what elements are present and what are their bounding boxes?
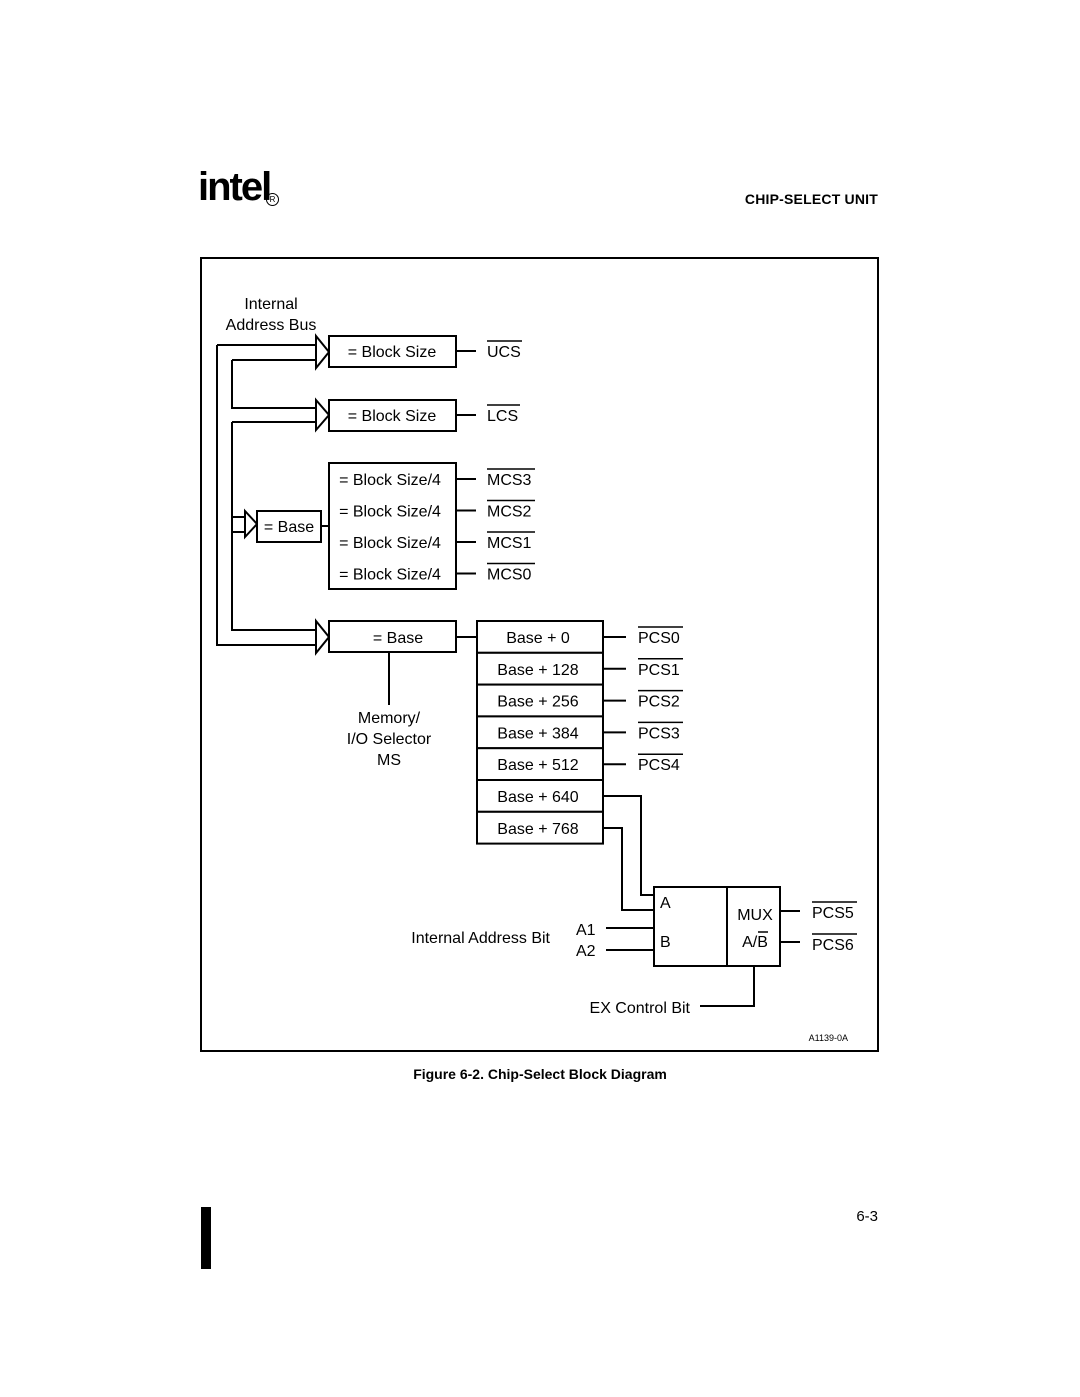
ucs-block [328, 335, 457, 368]
mcs-base-label: = Base [264, 519, 314, 536]
bus-label-line2: Address Bus [226, 317, 317, 334]
mcs-signal: MCS2 [487, 504, 532, 521]
ms-label-line3: MS [377, 752, 401, 769]
pcs-block-label: Base + 512 [497, 757, 579, 774]
pcs-signal: PCS0 [638, 630, 680, 647]
mcs-block-label: = Block Size/4 [339, 567, 441, 584]
mcs-signal: MCS3 [487, 472, 532, 489]
page-number: 6-3 [856, 1208, 878, 1225]
diagram-frame [200, 257, 879, 1052]
mcs-block-label: = Block Size/4 [339, 535, 441, 552]
section-title: CHIP-SELECT UNIT [744, 191, 878, 207]
pcs-signal: PCS4 [638, 757, 680, 774]
pcs-block [476, 810, 604, 845]
pcs-signal: PCS3 [638, 725, 680, 742]
pcs-block-label: Base + 384 [497, 725, 579, 742]
lcs-block [328, 399, 457, 432]
pcs-block [476, 651, 604, 686]
addr-bit-a1: A1 [576, 922, 596, 939]
mcs-block-label: = Block Size/4 [339, 472, 441, 489]
mux-select: A/B [742, 934, 768, 951]
pcs-block-label: Base + 640 [497, 789, 579, 806]
ucs-block-label: = Block Size [348, 344, 437, 361]
pcs-block-label: Base + 0 [506, 630, 570, 647]
registered-mark-icon: R [266, 193, 279, 206]
pcs-signal: PCS1 [638, 662, 680, 679]
lcs-signal: LCS [487, 408, 518, 425]
ucs-signal: UCS [487, 344, 521, 361]
pcs-block-label: Base + 768 [497, 821, 579, 838]
pcs-block-label: Base + 256 [497, 694, 579, 711]
mux-output-pcs5: PCS5 [812, 905, 854, 922]
pcs-signal: PCS2 [638, 694, 680, 711]
mux-block [653, 886, 781, 967]
figure-caption: Figure 6-2. Chip-Select Block Diagram [413, 1066, 667, 1082]
addr-bit-a2: A2 [576, 943, 596, 960]
address-bus [216, 344, 318, 646]
mux-label: MUX [737, 907, 773, 924]
mcs-block-label: = Block Size/4 [339, 504, 441, 521]
addr-bit-label: Internal Address Bit [411, 930, 550, 947]
pcs-block [476, 715, 604, 750]
change-bar [201, 1207, 211, 1269]
mcs-signal: MCS0 [487, 567, 532, 584]
pcs-block-label: Base + 128 [497, 662, 579, 679]
mux-input-b: B [660, 934, 671, 951]
ex-control-wire [700, 966, 755, 1007]
ex-control-label: EX Control Bit [590, 1000, 691, 1017]
mux-output-pcs6: PCS6 [812, 937, 854, 954]
bus-label-line1: Internal [244, 296, 297, 313]
mux-input-a: A [660, 895, 671, 912]
bus-arrowheads [244, 333, 331, 656]
pcs-base-label: = Base [373, 630, 423, 647]
mux-input-wires [603, 795, 654, 911]
pcs-block [476, 683, 604, 718]
figure-id: A1139-0A [809, 1033, 848, 1043]
mcs-signal: MCS1 [487, 535, 532, 552]
lcs-block-label: = Block Size [348, 408, 437, 425]
pcs-base-block [328, 620, 457, 653]
intel-logo: intel [198, 165, 272, 209]
mcs-block-stack [328, 462, 457, 590]
ms-label-line1: Memory/ [358, 710, 421, 727]
ms-label-line2: I/O Selector [347, 731, 432, 748]
